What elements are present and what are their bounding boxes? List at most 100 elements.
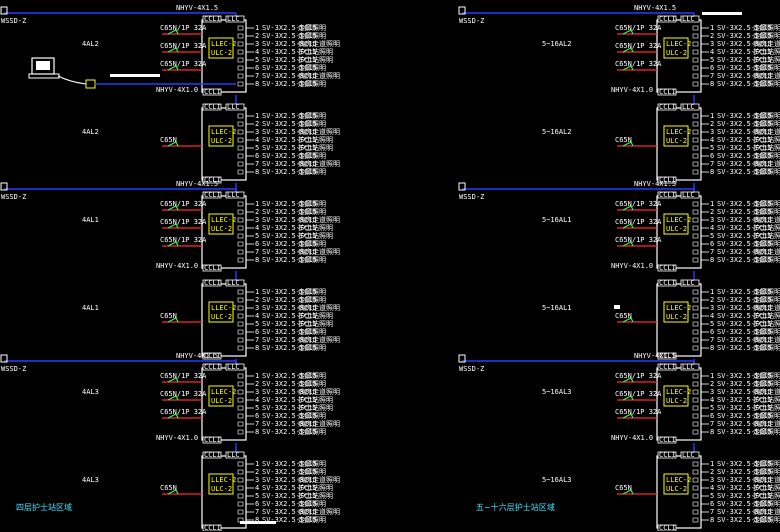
- left-panel-2-0-breaker-icon: [167, 413, 179, 419]
- left-panel-1-0-circuit-desc: 病房走道照明: [298, 216, 340, 224]
- right-panel-0-0-circuit-no: 3: [710, 40, 715, 48]
- left-panel-0-1-circuit-no: 7: [255, 160, 260, 168]
- left-area-title: 四层护士站区域: [16, 503, 72, 512]
- right-panel-1-0-footer-label: CCLI: [659, 264, 676, 272]
- right-panel-2-1-circuit-desc: 走廊照明: [753, 460, 780, 468]
- left-panel-0-1-terminal: [237, 129, 244, 135]
- right-panel-1-1-terminal: [692, 313, 699, 319]
- right-panel-2-1-circuit-no: 4: [710, 484, 715, 492]
- left-panel-2-1-header-a-label: CCLI: [204, 451, 221, 459]
- left-panel-1-1-circuit-no: 6: [255, 328, 260, 336]
- left-panel-1-0-terminal: [237, 249, 244, 255]
- right-panel-2-1-circuit-spec: SV-3X2.5-SC15: [717, 476, 772, 484]
- right-panel-1-0-terminal: [692, 225, 699, 231]
- left-panel-0-0-circuit-spec: SV-3X2.5-SC15: [262, 56, 317, 64]
- left-panel-0-0-circuit-no: 8: [255, 80, 260, 88]
- right-panel-0-1-circuit-spec: SV-3X2.5-SC15: [717, 160, 772, 168]
- right-panel-0-0-circuit-spec: SV-3X2.5-SC15: [717, 24, 772, 32]
- left-panel-1-1-circuit-desc: 走廊照明: [298, 296, 326, 304]
- right-panel-2-0-circuit-spec: SV-3X2.5-SC15: [717, 380, 772, 388]
- left-panel-0-1-terminal: [237, 145, 244, 151]
- left-panel-0-1-footer-label: CCLI: [204, 176, 221, 184]
- left-panel-0-1-breaker-label: C65N: [160, 136, 177, 144]
- right-panel-2-0-header-b: [680, 363, 700, 371]
- left-panel-0-1-circuit-spec: SV-3X2.5-SC15: [262, 152, 317, 160]
- annotation-bar-left: [110, 74, 160, 77]
- left-panel-1-0-circuit-spec: SV-3X2.5-SC15: [262, 208, 317, 216]
- right-panel-2-1-terminal: [692, 461, 699, 467]
- left-panel-0-1-footer: [202, 176, 222, 184]
- left-panel-1-1-terminal: [237, 313, 244, 319]
- left-panel-2-1-circuit-desc: 护士站照明: [298, 492, 333, 500]
- left-panel-1-0-terminal: [237, 257, 244, 263]
- left-panel-0-1-module-label: LLEC-2: [211, 128, 237, 136]
- left-panel-2-0-cable-label: NHYV-4X1.0: [156, 434, 199, 442]
- left-panel-1-0-footer: [202, 264, 222, 272]
- left-panel-0-1-circuit-spec: SV-3X2.5-SC15: [262, 168, 317, 176]
- left-panel-1-0-breaker-label: C65N/1P 32A: [160, 200, 207, 208]
- left-panel-1-0-circuit-spec: SV-3X2.5-SC15: [262, 216, 317, 224]
- left-panel-0-1-circuit-spec: SV-3X2.5-SC15: [262, 136, 317, 144]
- right-panel-0-0-circuit-no: 4: [710, 48, 715, 56]
- right-panel-1-0-module-sub: ULC-2: [666, 225, 688, 233]
- left-wssd-label: WSSD-Z: [1, 365, 27, 373]
- left-panel-1-1-circuit-no: 4: [255, 312, 260, 320]
- right-panel-2-0-circuit-no: 6: [710, 412, 715, 420]
- left-panel-2-1-footer: [202, 524, 222, 531]
- right-panel-0-0-cable-label: NHYV-4X1.0: [611, 86, 654, 94]
- left-panel-1-1-terminal: [237, 337, 244, 343]
- right-panel-1-0-cable-label: NHYV-4X1.0: [611, 262, 654, 270]
- right-panel-1-0-breaker-label: C65N/1P 32A: [615, 218, 662, 226]
- right-panel-2-0-header-b-label: LLC: [682, 363, 695, 371]
- left-panel-0-0-circuit-no: 5: [255, 56, 260, 64]
- left-panel-1-0-circuit-no: 8: [255, 256, 260, 264]
- left-panel-2-1-id: 4AL3: [82, 476, 99, 484]
- left-panel-0-0-terminal: [237, 49, 244, 55]
- right-panel-2-1-circuit-no: 8: [710, 516, 715, 524]
- left-panel-1-1-terminal: [237, 297, 244, 303]
- right-panel-0-0-breaker-label: C65N/1P 32A: [615, 24, 662, 32]
- right-panel-2-0-breaker-label: C65N/1P 32A: [615, 408, 662, 416]
- right-panel-0-1-circuit-spec: SV-3X2.5-SC15: [717, 152, 772, 160]
- right-panel-1-1-circuit-no: 1: [710, 288, 715, 296]
- left-panel-0-1-circuit-spec: SV-3X2.5-SC15: [262, 128, 317, 136]
- left-panel-1-1-id: 4AL1: [82, 304, 99, 312]
- left-panel-0-0-circuit-desc: 护士站照明: [298, 56, 333, 64]
- right-panel-0-0-terminal: [692, 57, 699, 63]
- right-panel-1-0-circuit-desc: 走廊照明: [753, 256, 780, 264]
- right-panel-0-1-circuit-no: 6: [710, 152, 715, 160]
- left-panel-2-1-circuit-spec: SV-3X2.5-SC15: [262, 468, 317, 476]
- left-panel-0-1-circuit-no: 8: [255, 168, 260, 176]
- left-panel-1-0-module-label: LLEC-2: [211, 216, 237, 224]
- right-panel-1-1-circuit-no: 5: [710, 320, 715, 328]
- right-panel-2-1-circuit-desc: 走廊照明: [753, 516, 780, 524]
- left-panel-0-0-circuit-desc: 护士站照明: [298, 48, 333, 56]
- right-panel-2-1-circuit-spec: SV-3X2.5-SC15: [717, 508, 772, 516]
- left-panel-1-0-circuit-no: 6: [255, 240, 260, 248]
- right-panel-1-0-header-a: [657, 191, 677, 199]
- right-panel-1-0-header-b-label: LLC: [682, 191, 695, 199]
- left-panel-1-1-terminal: [237, 329, 244, 335]
- left-panel-2-0-circuit-spec: SV-3X2.5-SC15: [262, 396, 317, 404]
- right-panel-0-1-terminal: [692, 145, 699, 151]
- right-panel-1-0-circuit-desc: 走廊照明: [753, 200, 780, 208]
- right-panel-0-0-id: 5~16AL2: [542, 40, 572, 48]
- left-panel-2-1-terminal: [237, 461, 244, 467]
- left-panel-0-1: [201, 107, 247, 181]
- left-panel-2-0-header-b: [225, 363, 245, 371]
- left-panel-0-1-header-b-label: LLC: [227, 103, 240, 111]
- left-panel-1-1-circuit-spec: SV-3X2.5-SC15: [262, 320, 317, 328]
- left-panel-1-0-id: 4AL1: [82, 216, 99, 224]
- left-panel-0-1-circuit-desc: 走廊照明: [298, 112, 326, 120]
- right-panel-2-0-circuit-spec: SV-3X2.5-SC15: [717, 428, 772, 436]
- right-panel-0-1-circuit-spec: SV-3X2.5-SC15: [717, 112, 772, 120]
- right-panel-2-1-circuit-no: 1: [710, 460, 715, 468]
- right-panel-1-0-circuit-desc: 护士站照明: [753, 232, 780, 240]
- left-panel-1-1-module: [208, 301, 234, 323]
- right-panel-2-0-terminal: [692, 413, 699, 419]
- left-panel-2-1-circuit-desc: 护士站照明: [298, 484, 333, 492]
- right-panel-1-1-circuit-desc: 走廊照明: [753, 344, 780, 352]
- right-panel-0-0-circuit-no: 6: [710, 64, 715, 72]
- right-panel-2-0-circuit-desc: 护士站照明: [753, 404, 780, 412]
- left-panel-0-1-terminal: [237, 137, 244, 143]
